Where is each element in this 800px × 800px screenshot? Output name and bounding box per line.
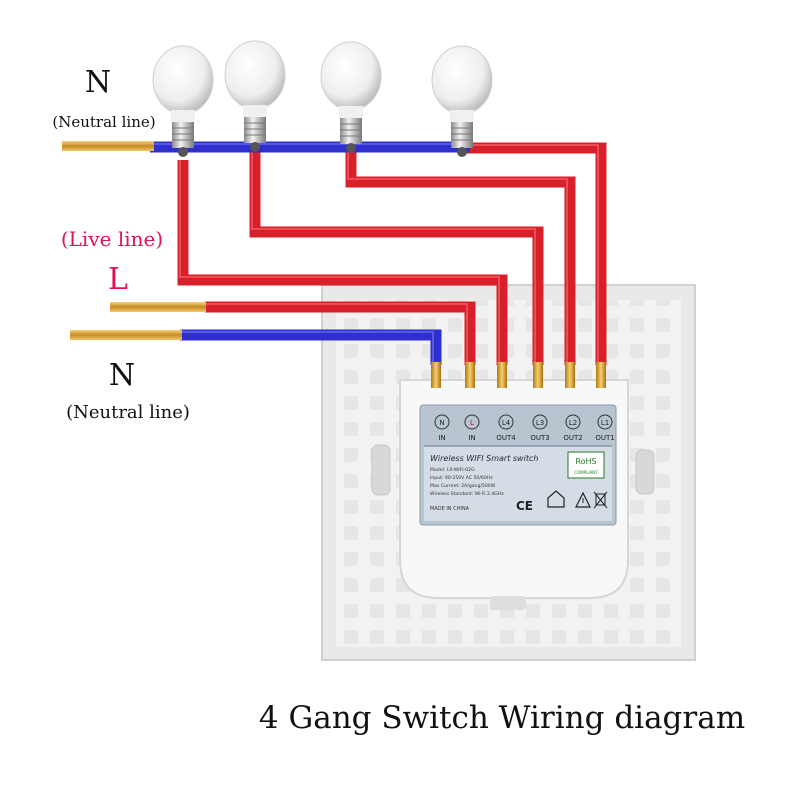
label-n-top: N (85, 65, 111, 100)
weee-bin-icon (593, 491, 608, 509)
label-neutral-bottom: (Neutral line) (66, 402, 190, 423)
terminal-out2-name: OUT2 (563, 434, 582, 442)
out3-wire (249, 145, 544, 365)
terminal-row: N L L4 L3 L2 L1 IN IN OUT4 OUT3 OUT2 OUT… (434, 414, 615, 442)
bulb-4 (431, 45, 493, 157)
copper-ends-terminals (431, 362, 606, 388)
label-neutral-top: (Neutral line) (52, 113, 155, 131)
svg-text:CE: CE (516, 499, 533, 513)
label-l: L (108, 262, 128, 297)
terminal-n-symbol: N (439, 419, 444, 427)
bulb-3 (320, 41, 382, 153)
standard-text: Wireless Standard: Wi-Fi 2.4GHz (430, 491, 504, 497)
terminal-l2-symbol: L2 (569, 419, 577, 427)
diagram-title: 4 Gang Switch Wiring diagram (259, 700, 745, 736)
house-icon (547, 490, 565, 508)
label-live-line: (Live line) (61, 227, 163, 251)
bulb-1 (152, 45, 214, 157)
spec-block: Wireless WIFI Smart switch Model: LX-WIF… (430, 451, 608, 513)
rohs-badge (567, 451, 605, 479)
current-text: Max Current: 2A/gang/500W (430, 483, 496, 489)
live-in-wire (205, 301, 476, 365)
out4-wire (177, 160, 508, 365)
terminal-l4-symbol: L4 (502, 419, 511, 427)
ce-mark-icon: CE (516, 499, 533, 513)
label-n-bottom: N (109, 358, 135, 393)
neutral-wires (150, 141, 470, 365)
terminal-l-symbol: L (470, 419, 474, 427)
model-text: Model: LX-WIFI-02G (430, 467, 475, 473)
bulb-2 (224, 40, 286, 152)
out2-wire (345, 148, 576, 365)
terminal-n-name: IN (438, 434, 445, 442)
made-in-text: MADE IN CHINA (430, 506, 470, 512)
input-text: Input: 90-250V AC 50/60Hz (430, 475, 493, 481)
terminal-l-name: IN (468, 434, 475, 442)
warning-triangle-icon (575, 491, 591, 508)
terminal-out1-name: OUT1 (595, 434, 614, 442)
terminal-out3-name: OUT3 (530, 434, 549, 442)
terminal-l1-symbol: L1 (601, 419, 609, 427)
product-name: Wireless WIFI Smart switch (430, 454, 538, 463)
out1-wire (462, 142, 607, 365)
copper-ends-left (62, 141, 206, 340)
neutral-in-wire (180, 329, 442, 365)
terminal-l3-symbol: L3 (536, 419, 544, 427)
rohs-text: RoHS (575, 457, 596, 466)
live-wires (177, 142, 607, 365)
rohs-sub-text: COMPLIANT (574, 470, 598, 475)
terminal-out4-name: OUT4 (496, 434, 516, 442)
